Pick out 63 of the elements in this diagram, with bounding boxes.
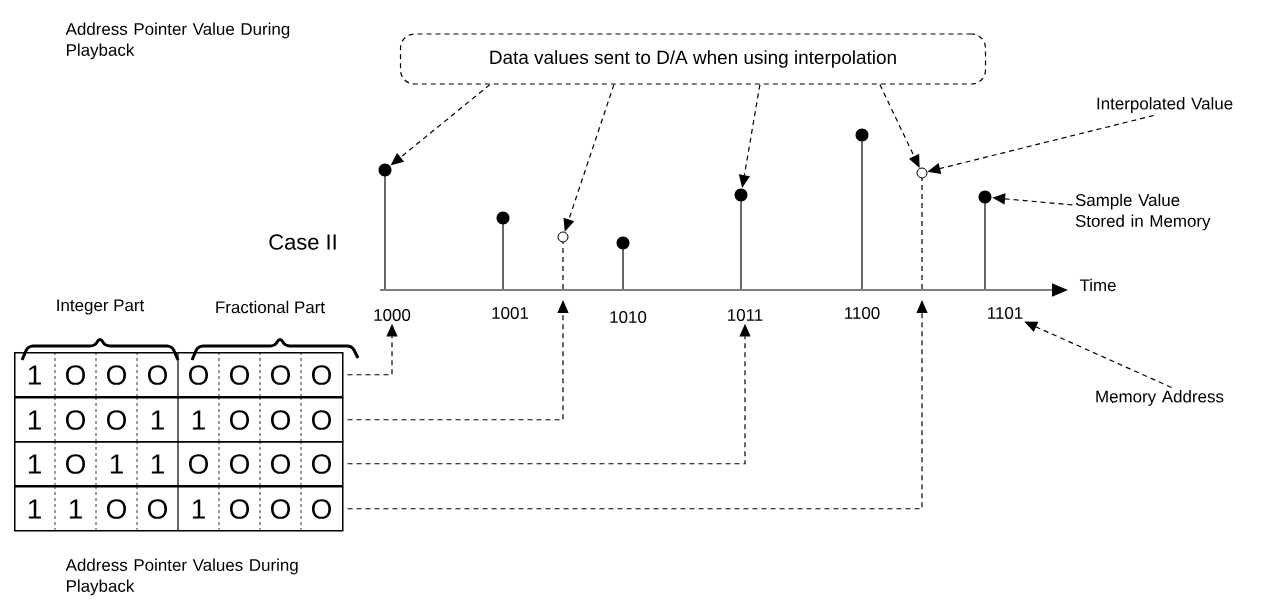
bit-digit: O	[230, 365, 249, 385]
callout-label: Interpolated Value	[1097, 97, 1233, 113]
sample-stem	[734, 188, 748, 290]
bit-digit: O	[66, 365, 85, 385]
bit-digit: O	[312, 499, 331, 519]
arrow	[346, 300, 569, 421]
bit-digit: O	[148, 499, 167, 519]
interpolated-stem	[557, 231, 569, 290]
bit-digit: 1	[28, 454, 41, 474]
bit-digit: O	[230, 454, 249, 474]
bit-digit: 1	[192, 410, 205, 430]
tick-label: 1000	[374, 309, 411, 321]
bit-digit: O	[66, 410, 85, 430]
table-row	[14, 351, 344, 398]
sample-stem	[855, 128, 869, 290]
text-label: Address Pointer Value During Playback	[65, 22, 290, 60]
interpolated-stem	[916, 167, 928, 290]
bit-digit: O	[107, 410, 126, 430]
tick-label: 1010	[610, 311, 647, 323]
bit-digit: O	[189, 365, 208, 385]
callout-label: Sample Value Stored in Memory	[1075, 193, 1211, 231]
text-label: Case II	[269, 234, 336, 250]
bit-digit: 1	[69, 499, 82, 519]
bit-digit: O	[189, 454, 208, 474]
bit-digit: 1	[28, 365, 41, 385]
bit-digit: O	[66, 454, 85, 474]
tick-label: 1100	[845, 307, 880, 319]
text-label: Address Pointer Values During Playback	[65, 558, 298, 596]
bit-digit: O	[312, 454, 331, 474]
sample-stem	[496, 211, 510, 290]
sample-stem	[378, 163, 392, 290]
bit-digit: O	[271, 365, 290, 385]
bit-digit: O	[148, 365, 167, 385]
bit-digit: 1	[151, 454, 164, 474]
bit-digit: O	[230, 499, 249, 519]
callout-label: Memory Address	[1096, 390, 1224, 406]
table-row	[14, 485, 344, 532]
arrow	[346, 300, 928, 510]
bit-digit: O	[271, 454, 290, 474]
callout-box: Data values sent to D/A when using interpolation	[399, 33, 987, 85]
bit-digit: O	[107, 499, 126, 519]
tick-label: 1101	[988, 307, 1023, 319]
tick-label: 1001	[492, 307, 528, 319]
bit-digit: O	[271, 499, 290, 519]
table-row	[14, 440, 344, 487]
bit-digit: 1	[28, 410, 41, 430]
bit-digit: O	[312, 365, 331, 385]
bit-digit: O	[271, 410, 290, 430]
bit-digit: 1	[28, 499, 41, 519]
bit-digit: O	[312, 410, 331, 430]
arrow	[879, 84, 920, 168]
bit-digit: O	[230, 410, 249, 430]
text-label: Time	[1079, 278, 1116, 292]
table-row	[14, 396, 344, 443]
bit-digit: 1	[151, 410, 164, 430]
text-label: Fractional Part	[216, 300, 325, 314]
bit-digit: 1	[192, 499, 205, 519]
bit-digit: 1	[110, 454, 123, 474]
sample-stem	[616, 236, 630, 290]
bit-digit: O	[107, 365, 126, 385]
text-label: Integer Part	[57, 299, 145, 315]
tick-label: 1011	[728, 309, 763, 321]
sample-stem	[978, 190, 992, 290]
